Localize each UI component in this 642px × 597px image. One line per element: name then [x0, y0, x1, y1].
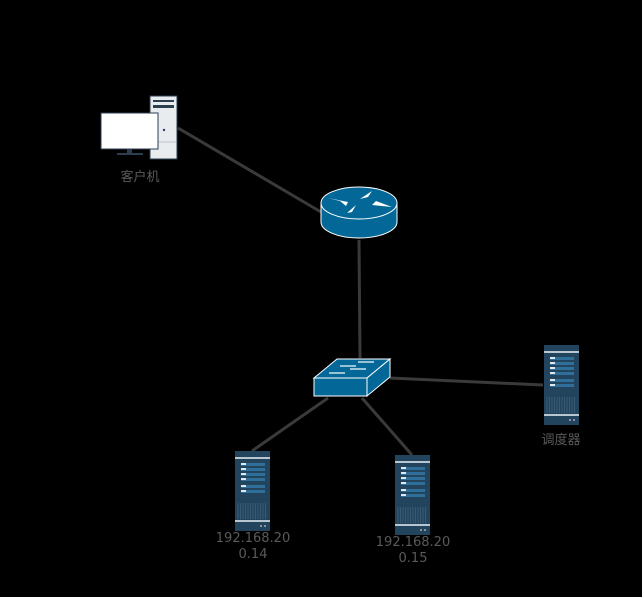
link-switch-scheduler [389, 376, 544, 387]
scheduler-label: 调度器 [541, 433, 581, 448]
server2-icon [395, 455, 430, 535]
scheduler-server-icon [544, 345, 579, 425]
server1-label: 192.168.20 0.14 [203, 531, 303, 563]
link-switch-server2 [360, 397, 414, 456]
router-icon [320, 186, 398, 239]
client-pc-icon [100, 95, 178, 160]
server1-label-line1: 192.168.20 [215, 531, 291, 546]
server1-icon [235, 451, 270, 531]
link-router-switch [357, 239, 362, 359]
server2-label-line1: 192.168.20 [375, 535, 451, 550]
server2-label-line2: 0.15 [398, 551, 428, 566]
client-label: 客户机 [120, 170, 160, 185]
server1-label-line2: 0.14 [238, 547, 268, 562]
server2-label: 192.168.20 0.15 [363, 535, 463, 567]
switch-icon [312, 357, 392, 398]
link-switch-server1 [251, 396, 329, 453]
link-client-router [177, 126, 322, 214]
